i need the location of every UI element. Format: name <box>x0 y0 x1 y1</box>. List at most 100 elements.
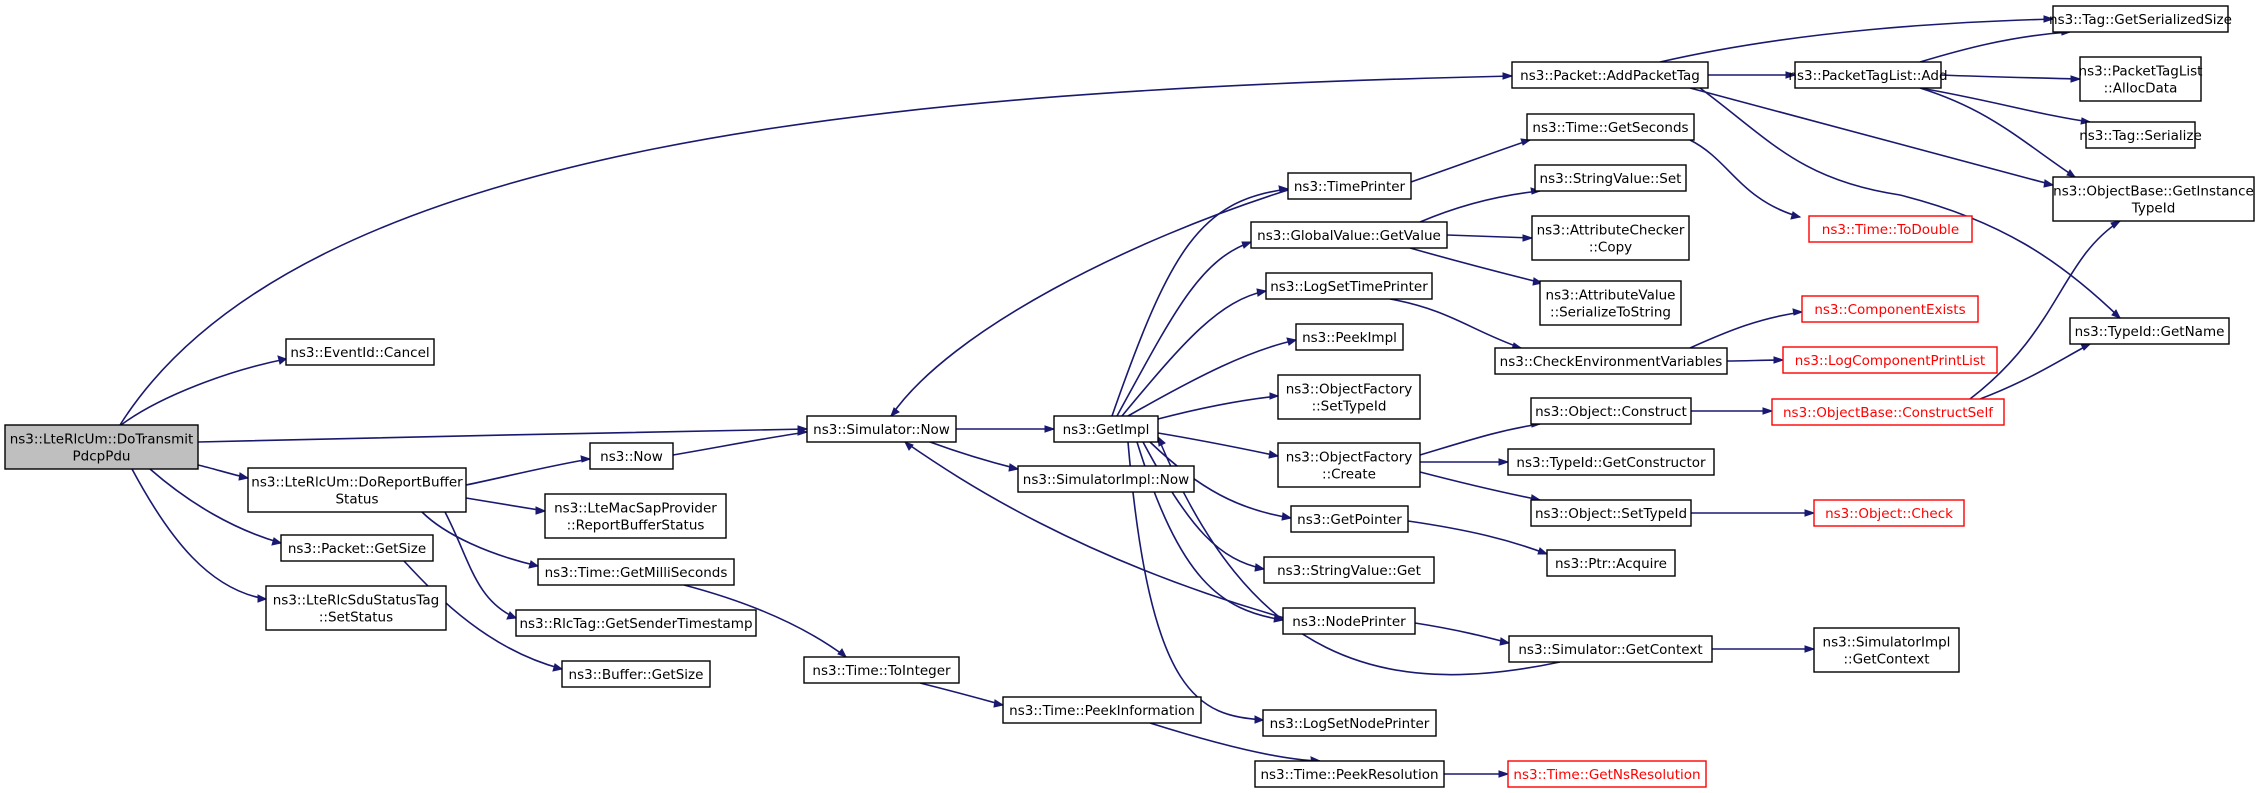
node-label-line: ns3::SimulatorImpl::Now <box>1023 472 1189 488</box>
node-getpointer[interactable]: ns3::GetPointer <box>1290 505 1409 533</box>
edge-now-to-simnow <box>672 428 809 456</box>
node-label-line: ns3::ObjectFactory <box>1286 450 1413 466</box>
node-label-line: ns3::Time::GetMilliSeconds <box>545 565 728 581</box>
edge-gvget-to-aser <box>1409 247 1544 286</box>
node-simnow[interactable]: ns3::Simulator::Now <box>806 415 957 443</box>
node-macsap[interactable]: ns3::LteMacSapProvider::ReportBufferStat… <box>544 493 727 539</box>
node-tointeger[interactable]: ns3::Time::ToInteger <box>803 656 960 684</box>
node-acopy[interactable]: ns3::AttributeChecker::Copy <box>1531 215 1690 261</box>
node-label-line: TypeId <box>2131 201 2176 217</box>
node-tagser[interactable]: ns3::Tag::Serialize <box>2079 121 2202 149</box>
node-cancel[interactable]: ns3::EventId::Cancel <box>285 338 435 366</box>
node-buffer[interactable]: ns3::Buffer::GetSize <box>561 660 711 688</box>
node-box <box>1530 397 1692 425</box>
node-getmilli[interactable]: ns3::Time::GetMilliSeconds <box>537 558 735 586</box>
node-logsettime[interactable]: ns3::LogSetTimePrinter <box>1265 272 1433 300</box>
node-aser[interactable]: ns3::AttributeValue::SerializeToString <box>1539 280 1682 326</box>
node-svset[interactable]: ns3::StringValue::Set <box>1534 164 1687 192</box>
node-box <box>1813 627 1960 673</box>
node-label-line: ns3::Time::GetSeconds <box>1532 120 1688 136</box>
edge-doreport-to-rlctag <box>444 511 518 620</box>
node-box <box>1771 398 2005 426</box>
node-todouble[interactable]: ns3::Time::ToDouble <box>1808 215 1973 243</box>
node-box <box>280 534 434 562</box>
node-box <box>1531 215 1690 261</box>
node-checkenv[interactable]: ns3::CheckEnvironmentVariables <box>1494 347 1728 375</box>
node-box <box>1263 556 1435 584</box>
node-simctx[interactable]: ns3::Simulator::GetContext <box>1508 635 1713 663</box>
edge-root-to-doreport <box>197 464 250 481</box>
node-box <box>1511 61 1709 89</box>
node-box <box>1250 221 1448 249</box>
node-label-line: ns3::LogComponentPrintList <box>1795 353 1985 369</box>
node-label-line: ns3::EventId::Cancel <box>290 345 429 361</box>
node-label-line: ns3::SimulatorImpl <box>1823 635 1951 651</box>
node-label-line: ns3::AttributeValue <box>1546 288 1676 304</box>
node-peekinfo[interactable]: ns3::Time::PeekInformation <box>1002 696 1202 724</box>
node-label-line: ns3::ComponentExists <box>1814 302 1965 318</box>
node-label-line: ns3::AttributeChecker <box>1537 223 1685 239</box>
node-constructself[interactable]: ns3::ObjectBase::ConstructSelf <box>1771 398 2005 426</box>
node-timeprinter[interactable]: ns3::TimePrinter <box>1287 172 1412 200</box>
node-getsize[interactable]: ns3::Packet::GetSize <box>280 534 434 562</box>
edge-root-to-simnow <box>197 425 809 443</box>
edge-gvget-to-svset <box>1419 187 1542 223</box>
node-getimpl[interactable]: ns3::GetImpl <box>1053 415 1159 443</box>
edge-getimpl-to-gvget <box>1116 241 1253 417</box>
node-simimplnow[interactable]: ns3::SimulatorImpl::Now <box>1017 465 1195 493</box>
node-objconstruct[interactable]: ns3::Object::Construct <box>1530 397 1692 425</box>
node-logsetnode[interactable]: ns3::LogSetNodePrinter <box>1262 709 1437 737</box>
node-getname[interactable]: ns3::TypeId::GetName <box>2069 317 2230 345</box>
node-peekres[interactable]: ns3::Time::PeekResolution <box>1254 760 1445 788</box>
node-getsecs[interactable]: ns3::Time::GetSeconds <box>1526 113 1695 141</box>
edge-nodeprinter-to-simctx <box>1414 622 1511 646</box>
node-label-line: ::AllocData <box>2104 81 2178 97</box>
node-sdustatus[interactable]: ns3::LteRlcSduStatusTag::SetStatus <box>265 585 447 631</box>
node-ofsettype[interactable]: ns3::ObjectFactory::SetTypeId <box>1277 374 1421 420</box>
node-box <box>2052 176 2255 222</box>
node-label-line: ns3::Time::ToDouble <box>1822 222 1959 238</box>
node-objcheck[interactable]: ns3::Object::Check <box>1813 499 1965 527</box>
node-label-line: ns3::LteRlcUm::DoReportBuffer <box>251 475 463 491</box>
edge-timeprinter-to-getsecs <box>1410 138 1532 183</box>
node-objsettype[interactable]: ns3::Object::SetTypeId <box>1530 499 1692 527</box>
node-ptracq[interactable]: ns3::Ptr::Acquire <box>1546 549 1676 577</box>
node-rlctag[interactable]: ns3::RlcTag::GetSenderTimestamp <box>515 609 757 637</box>
node-getns[interactable]: ns3::Time::GetNsResolution <box>1507 760 1707 788</box>
node-box <box>1290 505 1409 533</box>
node-now[interactable]: ns3::Now <box>589 442 674 470</box>
node-compexists[interactable]: ns3::ComponentExists <box>1801 295 1979 323</box>
node-label-line: ns3::TimePrinter <box>1294 179 1406 195</box>
node-svget[interactable]: ns3::StringValue::Get <box>1263 556 1435 584</box>
edge-nodeprinter-to-simnow <box>903 441 1289 620</box>
node-label-line: ns3::ObjectFactory <box>1286 382 1413 398</box>
node-box <box>1277 442 1421 488</box>
edge-ptladd-to-tagsize <box>1919 28 2072 63</box>
node-peekimpl[interactable]: ns3::PeekImpl <box>1295 323 1404 351</box>
node-box <box>1002 696 1202 724</box>
node-ofcreate[interactable]: ns3::ObjectFactory::Create <box>1277 442 1421 488</box>
node-ptlalloc[interactable]: ns3::PacketTagList::AllocData <box>2079 56 2203 102</box>
node-label-line: ns3::NodePrinter <box>1292 614 1406 630</box>
edge-ofcreate-to-objsettype <box>1419 471 1542 503</box>
node-simimplctx[interactable]: ns3::SimulatorImpl::GetContext <box>1813 627 1960 673</box>
node-box <box>2079 56 2202 102</box>
node-ptladd[interactable]: ns3::PacketTagList::Add <box>1788 61 1948 89</box>
node-getctor[interactable]: ns3::TypeId::GetConstructor <box>1507 448 1715 476</box>
node-label-line: ::SetTypeId <box>1312 399 1387 415</box>
node-box <box>1534 164 1687 192</box>
node-box <box>1277 374 1421 420</box>
edge-getimpl-to-peekimpl <box>1127 337 1298 417</box>
node-label-line: ns3::StringValue::Get <box>1277 563 1421 579</box>
edge-ptladd-to-ptlalloc <box>1940 74 2082 83</box>
node-label-line: ns3::PacketTagList::Add <box>1788 68 1947 84</box>
node-box <box>285 338 435 366</box>
node-tagsize[interactable]: ns3::Tag::GetSerializedSize <box>2049 5 2232 33</box>
node-gvget[interactable]: ns3::GlobalValue::GetValue <box>1250 221 1448 249</box>
node-logcomplist[interactable]: ns3::LogComponentPrintList <box>1782 346 1998 374</box>
node-addtag[interactable]: ns3::Packet::AddPacketTag <box>1511 61 1709 89</box>
node-nodeprinter[interactable]: ns3::NodePrinter <box>1282 607 1416 635</box>
node-label-line: ns3::RlcTag::GetSenderTimestamp <box>519 616 752 632</box>
